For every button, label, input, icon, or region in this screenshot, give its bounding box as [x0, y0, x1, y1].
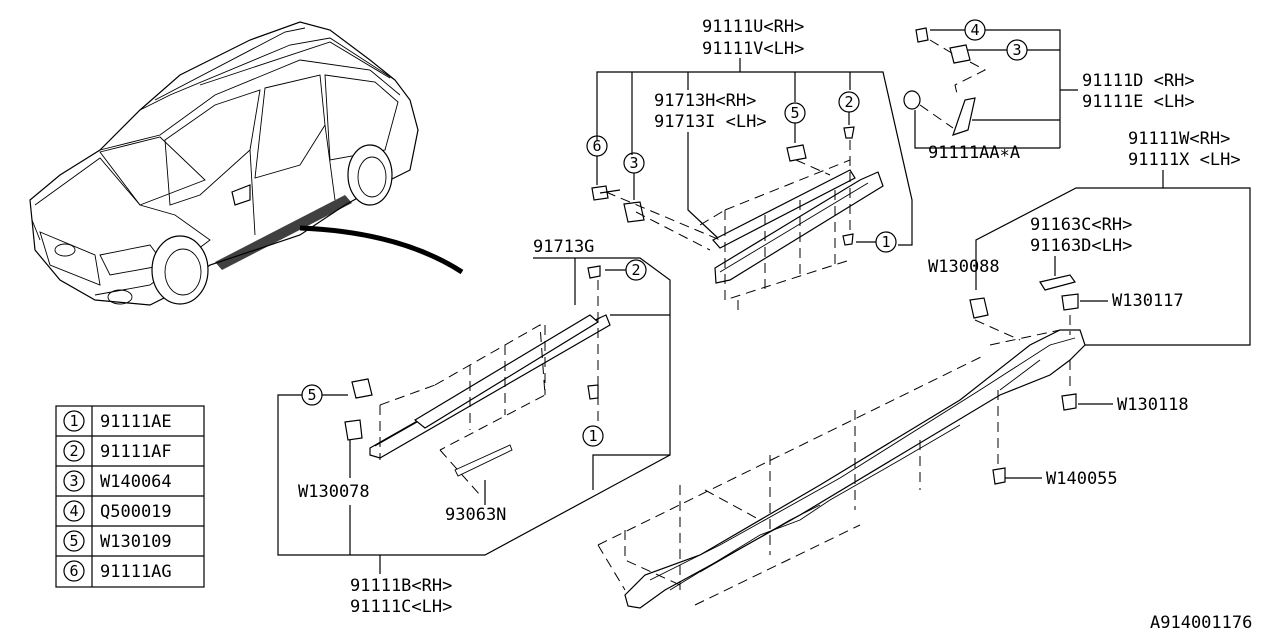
label-91713g: 91713G	[533, 237, 594, 257]
legend-part: W130109	[100, 532, 172, 552]
legend-num: 4	[69, 502, 78, 520]
legend-num: 5	[69, 532, 78, 550]
legend-num: 6	[69, 562, 78, 580]
label-91111u: 91111U<RH>	[702, 17, 804, 37]
label-91713h: 91713H<RH>	[654, 91, 756, 111]
callout-1	[582, 425, 604, 447]
label-93063n: 93063N	[445, 505, 506, 525]
label-w130078: W130078	[298, 482, 370, 502]
label-91163d: 91163D<LH>	[1030, 236, 1132, 256]
label-91111x: 91111X <LH>	[1128, 150, 1241, 170]
label-w140055: W140055	[1046, 469, 1118, 489]
upper-garnish-assembly: 91111U<RH> 91111V<LH> 91713H<RH> 91713I …	[586, 17, 913, 315]
callout-num: 5	[790, 104, 799, 122]
legend-num: 2	[69, 442, 78, 460]
label-91111b: 91111B<RH>	[350, 576, 452, 596]
label-w130088: W130088	[928, 257, 1000, 277]
label-91111e: 91111E <LH>	[1082, 92, 1195, 112]
rocker-cover-assembly: 91111W<RH> 91111X <LH> 91163C<RH> 91163D…	[597, 129, 1251, 609]
label-91111d: 91111D <RH>	[1082, 71, 1195, 91]
legend-num: 1	[69, 412, 78, 430]
callout-num: 3	[1012, 41, 1021, 59]
callout-num: 4	[970, 21, 979, 39]
legend-part: W140064	[100, 472, 172, 492]
callout-num: 2	[844, 93, 853, 111]
label-w130117: W130117	[1112, 291, 1184, 311]
label-91111v: 91111V<LH>	[702, 39, 804, 59]
callout-num: 6	[592, 137, 601, 155]
legend-part: 91111AE	[100, 412, 172, 432]
vehicle-illustration	[29, 21, 464, 306]
legend-num: 3	[69, 472, 78, 490]
callout-num: 1	[588, 427, 597, 445]
legend-part: 91111AG	[100, 562, 172, 582]
legend-part: Q500019	[100, 502, 172, 522]
label-91111aa-a: 91111AA∗A	[928, 143, 1020, 163]
callout-num: 3	[629, 154, 638, 172]
callout-num: 2	[631, 261, 640, 279]
callout-num: 1	[881, 233, 890, 251]
label-91111c: 91111C<LH>	[350, 597, 452, 617]
upper-right-bracket-assembly: 4 3 91111D <RH> 91111E <LH> 91111AA∗A	[903, 19, 1195, 163]
callout-num: 5	[307, 386, 316, 404]
label-91163c: 91163C<RH>	[1030, 215, 1132, 235]
legend-table: 1 91111AE 2 91111AF 3 W140064 4 Q500019 …	[55, 405, 205, 588]
reference-code: A914001176	[1150, 613, 1252, 633]
side-molding-assembly: 91713G 2 1 5 W130078 93063N 91111B<RH	[277, 237, 671, 617]
label-91111w: 91111W<RH>	[1128, 129, 1230, 149]
legend-part: 91111AF	[100, 442, 172, 462]
label-w130118: W130118	[1117, 395, 1189, 415]
label-91713i: 91713I <LH>	[654, 112, 767, 132]
